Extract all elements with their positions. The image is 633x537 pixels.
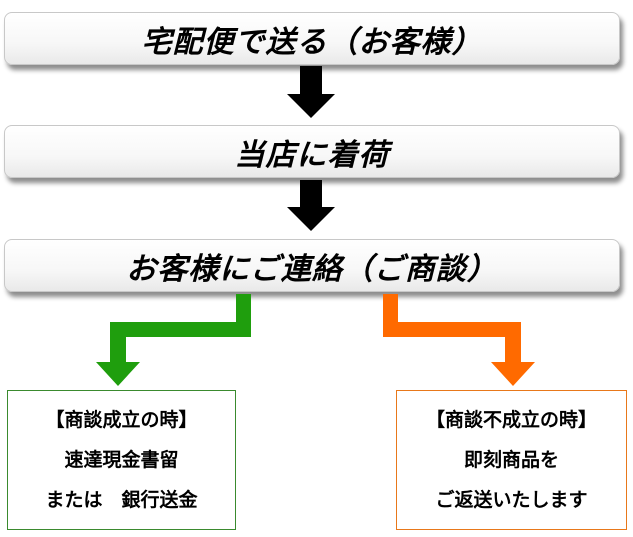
result-deal-success: 【商談成立の時】 速達現金書留 または 銀行送金 bbox=[7, 390, 236, 530]
step-contact-customer: お客様にご連絡（ご商談） bbox=[4, 239, 620, 292]
result-line: 速達現金書留 bbox=[64, 449, 179, 471]
branch-arrow-fail bbox=[383, 294, 535, 386]
step-arrival-at-store: 当店に着荷 bbox=[4, 125, 620, 178]
step-label: お客様にご連絡（ご商談） bbox=[126, 251, 498, 287]
result-deal-fail: 【商談不成立の時】 即刻商品を ご返送いたします bbox=[396, 390, 627, 530]
step-label: 宅配便で送る（お客様） bbox=[141, 24, 483, 60]
step-ship-by-courier: 宅配便で送る（お客様） bbox=[4, 12, 620, 65]
result-title: 【商談不成立の時】 bbox=[425, 409, 597, 431]
step-label: 当店に着荷 bbox=[234, 137, 390, 173]
result-title: 【商談成立の時】 bbox=[45, 409, 198, 431]
result-line: 即刻商品を bbox=[463, 449, 559, 471]
down-arrow-1 bbox=[287, 66, 335, 118]
result-line: ご返送いたします bbox=[435, 489, 588, 511]
branch-arrow-success bbox=[96, 294, 251, 386]
result-line: または 銀行送金 bbox=[45, 489, 198, 511]
down-arrow-2 bbox=[287, 180, 335, 231]
